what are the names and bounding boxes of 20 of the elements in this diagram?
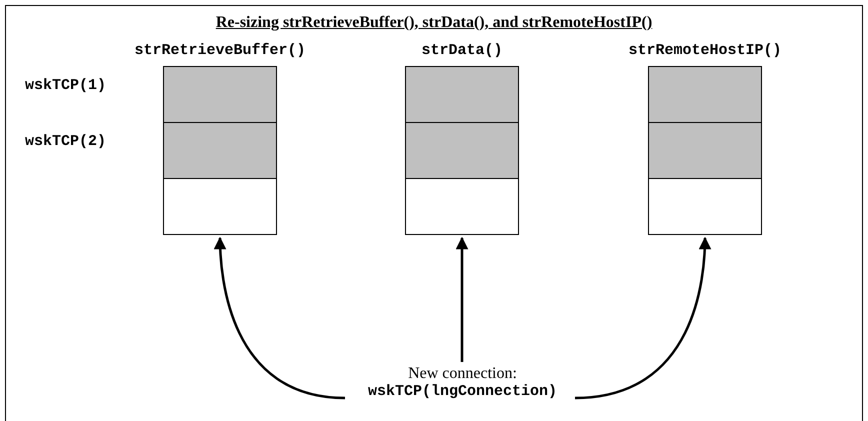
- array-heading: strRetrieveBuffer(): [133, 42, 307, 59]
- row-label: wskTCP(2): [25, 133, 106, 150]
- array-cell: [648, 122, 762, 179]
- arrow: [214, 236, 346, 400]
- arrow: [456, 236, 468, 362]
- array-cell: [405, 178, 519, 235]
- array-heading: strData(): [420, 42, 504, 59]
- diagram-title: Re-sizing strRetrieveBuffer(), strData(), and strRemoteHostIP(): [214, 14, 654, 32]
- arrow: [574, 236, 711, 400]
- array-cell: [405, 122, 519, 179]
- caption-text: New connection:: [407, 365, 518, 383]
- array-cell: [648, 66, 762, 123]
- array-cell: [405, 66, 519, 123]
- array-cell: [648, 178, 762, 235]
- array-heading: strRemoteHostIP(): [627, 42, 783, 59]
- array-cell: [163, 178, 277, 235]
- row-label: wskTCP(1): [25, 77, 106, 94]
- array-cell: [163, 122, 277, 179]
- code-text: wskTCP(lngConnection): [366, 383, 558, 400]
- array-cell: [163, 66, 277, 123]
